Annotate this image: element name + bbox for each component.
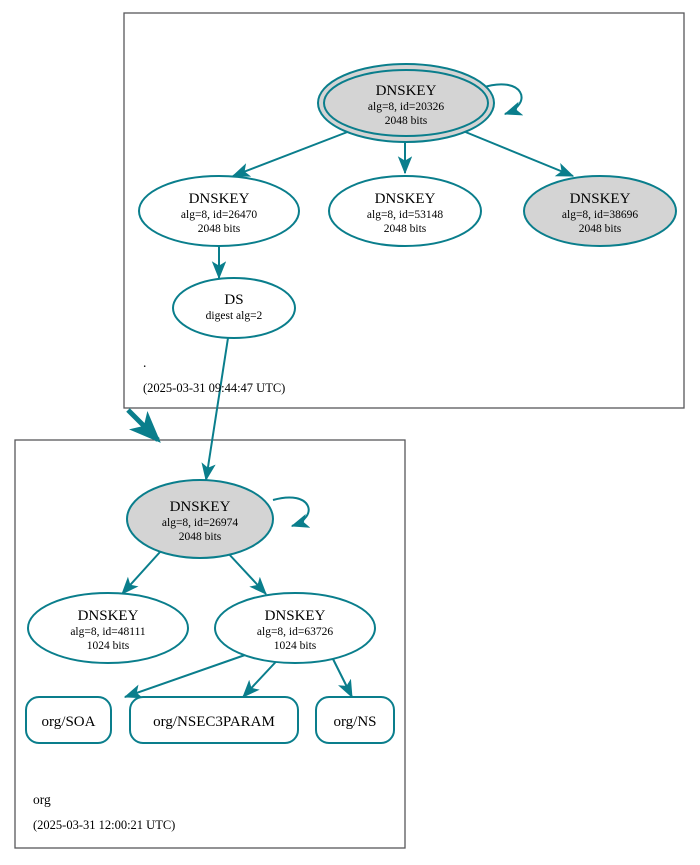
node-title: DNSKEY [376,83,437,99]
node-title: DNSKEY [170,499,231,515]
rrset-label: org/NSEC3PARAM [153,714,275,730]
node-params: digest alg=2 [206,310,263,322]
node-size: 2048 bits [179,531,222,543]
node-size: 1024 bits [87,640,130,652]
edge-org-ksk-self [272,496,311,528]
zone-label-root: . [143,355,146,370]
node-dnskey-26974[interactable]: DNSKEY alg=8, id=26974 2048 bits [126,479,274,559]
edge-root-ksk-to-38696 [462,130,575,177]
node-dnskey-26470[interactable]: DNSKEY alg=8, id=26470 2048 bits [138,175,300,247]
node-params: alg=8, id=20326 [368,101,444,113]
edge-org-ksk-to-63726 [226,551,267,595]
node-title: DNSKEY [375,191,436,207]
edge-org-ksk-to-48111 [121,551,161,595]
node-dnskey-63726[interactable]: DNSKEY alg=8, id=63726 1024 bits [214,592,376,664]
edge-63726-to-org-soa [123,654,246,699]
node-size: 1024 bits [274,640,317,652]
zone-label-org: org [33,792,51,807]
node-title: DS [224,292,243,308]
rrset-org-ns[interactable]: org/NS [315,696,395,744]
edge-ds-to-org-ksk [201,337,229,482]
node-ds-org[interactable]: DS digest alg=2 [172,277,296,339]
node-size: 2048 bits [579,223,622,235]
node-size: 2048 bits [384,223,427,235]
rrset-org-nsec3param[interactable]: org/NSEC3PARAM [129,696,299,744]
node-title: DNSKEY [78,608,139,624]
rrset-label: org/SOA [42,714,96,730]
rrset-org-soa[interactable]: org/SOA [25,696,112,744]
zone-timestamp-org: (2025-03-31 12:00:21 UTC) [33,818,175,832]
node-dnskey-38696[interactable]: DNSKEY alg=8, id=38696 2048 bits [523,175,677,247]
node-title: DNSKEY [265,608,326,624]
node-params: alg=8, id=38696 [562,209,638,221]
edge-root-ksk-self [480,83,524,116]
node-params: alg=8, id=48111 [70,626,146,638]
zone-timestamp-root: (2025-03-31 09:44:47 UTC) [143,381,285,395]
node-params: alg=8, id=63726 [257,626,333,638]
node-title: DNSKEY [189,191,250,207]
node-params: alg=8, id=26470 [181,209,257,221]
rrset-label: org/NS [333,714,376,730]
node-params: alg=8, id=53148 [367,209,443,221]
node-dnskey-53148[interactable]: DNSKEY alg=8, id=53148 2048 bits [328,175,482,247]
node-title: DNSKEY [570,191,631,207]
node-size: 2048 bits [385,115,428,127]
node-dnskey-48111[interactable]: DNSKEY alg=8, id=48111 1024 bits [27,592,189,664]
edge-zone-delegation-root-to-org [126,408,161,443]
node-params: alg=8, id=26974 [162,517,238,529]
edge-root-ksk-to-26470 [231,130,351,177]
node-dnskey-20326[interactable]: DNSKEY alg=8, id=20326 2048 bits [317,63,495,143]
node-size: 2048 bits [198,223,241,235]
